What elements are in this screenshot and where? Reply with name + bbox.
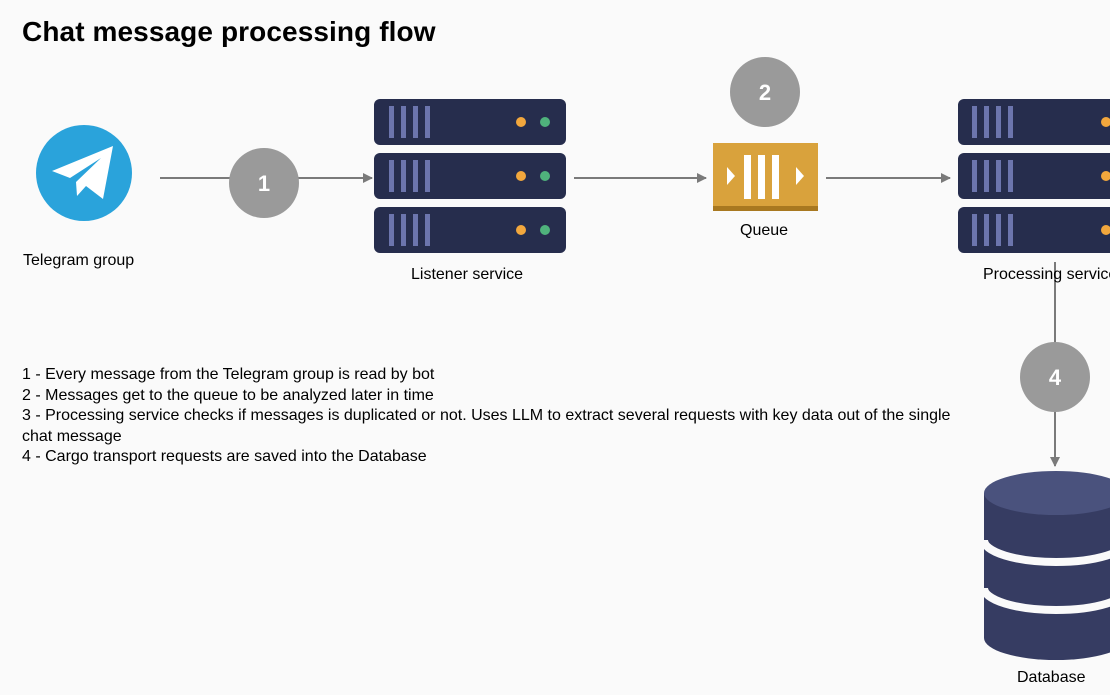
step-1-badge: 1 bbox=[229, 148, 299, 218]
step-2-number: 2 bbox=[759, 80, 771, 105]
note-step-4: 4 - Cargo transport requests are saved i… bbox=[22, 448, 427, 465]
step-notes: 1 - Every message from the Telegram grou… bbox=[22, 365, 952, 468]
queue-label: Queue bbox=[740, 222, 789, 239]
telegram-group-label: Telegram group bbox=[23, 252, 135, 269]
server-unit bbox=[374, 207, 566, 253]
server-unit bbox=[958, 99, 1110, 145]
telegram-icon bbox=[36, 125, 132, 221]
listener-server-rack-icon bbox=[374, 99, 566, 253]
queue-icon bbox=[713, 143, 818, 211]
step-1-number: 1 bbox=[258, 171, 270, 196]
note-step-1: 1 - Every message from the Telegram grou… bbox=[22, 366, 435, 383]
step-4-badge: 4 bbox=[1020, 342, 1090, 412]
server-unit bbox=[958, 153, 1110, 199]
database-label: Database bbox=[1017, 669, 1086, 686]
database-icon bbox=[980, 471, 1110, 660]
page-title: Chat message processing flow bbox=[22, 16, 436, 47]
listener-service-label: Listener service bbox=[411, 266, 524, 283]
server-unit bbox=[374, 99, 566, 145]
processing-service-label: Processing service bbox=[983, 266, 1110, 283]
processing-server-rack-icon bbox=[958, 99, 1110, 253]
note-step-3: 3 - Processing service checks if message… bbox=[22, 407, 951, 445]
note-step-2: 2 - Messages get to the queue to be anal… bbox=[22, 386, 434, 404]
step-4-number: 4 bbox=[1049, 365, 1062, 390]
server-unit bbox=[374, 153, 566, 199]
server-unit bbox=[958, 207, 1110, 253]
step-2-badge: 2 bbox=[730, 57, 800, 127]
